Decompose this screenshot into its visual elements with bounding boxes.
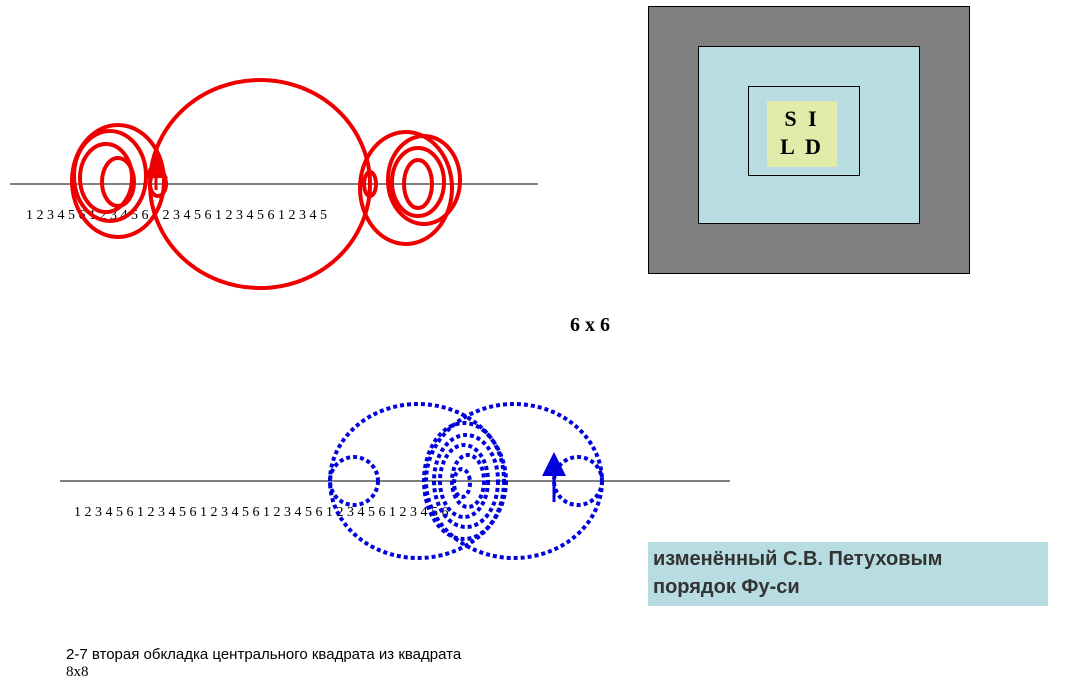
top-arc-diagram: 1 2 3 4 5 6 1 2 3 4 5 6 1 2 3 4 5 6 1 2 … xyxy=(10,78,538,290)
top-number-row: 1 2 3 4 5 6 1 2 3 4 5 6 1 2 3 4 5 6 1 2 … xyxy=(26,208,327,223)
center-square: S I L D xyxy=(767,101,837,167)
bottom-number-row: 1 2 3 4 5 6 1 2 3 4 5 6 1 2 3 4 5 6 1 2 … xyxy=(74,505,449,520)
bottom-center-loop-3 xyxy=(438,443,490,519)
top-right-loop-2 xyxy=(386,134,462,226)
bottom-small-loop-left xyxy=(328,455,380,507)
top-left-loop-4 xyxy=(100,156,136,208)
center-label-line-1: S I xyxy=(784,106,820,131)
bottom-small-loop-right xyxy=(552,455,604,507)
info-line-1: изменённый С.В. Петуховым xyxy=(653,548,943,570)
caption-line-2: 8x8 xyxy=(66,664,89,680)
top-right-loop-1 xyxy=(358,130,454,246)
top-right-loop-5 xyxy=(362,170,378,198)
bottom-arc-diagram: 1 2 3 4 5 6 1 2 3 4 5 6 1 2 3 4 5 6 1 2 … xyxy=(60,402,730,560)
top-right-loop-4 xyxy=(402,158,434,210)
top-right-loop-3 xyxy=(390,146,446,218)
info-box: изменённый С.В. Петуховым порядок Фу-си xyxy=(648,542,1048,606)
bottom-center-loop-2 xyxy=(432,433,500,529)
bottom-center-loop-1 xyxy=(422,421,506,541)
info-line-2: порядок Фу-си xyxy=(653,576,800,598)
size-label: 6 x 6 xyxy=(570,314,610,336)
caption-line-1: 2-7 вторая обкладка центрального квадрат… xyxy=(66,646,462,663)
bottom-center-loop-5 xyxy=(452,467,472,499)
bottom-center-loop-4 xyxy=(450,453,486,509)
center-label-line-2: L D xyxy=(780,134,824,159)
